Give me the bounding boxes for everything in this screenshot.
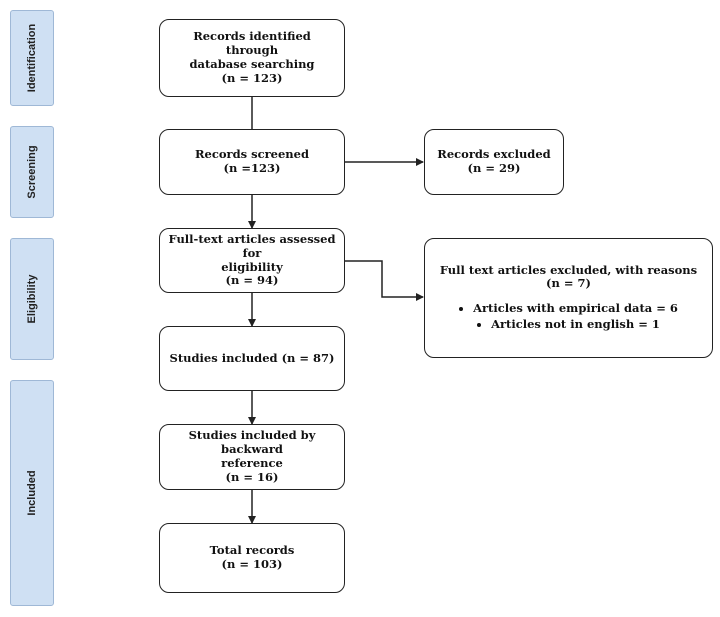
reason-empirical-data: Articles with empirical data = 6 — [473, 301, 678, 316]
phase-included: Included — [10, 380, 54, 606]
total-count: (n = 103) — [221, 557, 283, 571]
exclusion-reasons-list: Articles with empirical data = 6 Article… — [459, 301, 678, 332]
fulltext-excluded-line1: Full text articles excluded, with reason… — [439, 262, 698, 277]
identified-line2: database searching — [189, 57, 315, 71]
screened-count: (n =123) — [223, 161, 281, 175]
screened-line1: Records screened — [194, 147, 309, 162]
list-item: Articles with empirical data = 6 — [459, 301, 678, 317]
excluded-count: (n = 29) — [467, 161, 521, 175]
backward-line2: reference — [221, 456, 283, 470]
backward-count: (n = 16) — [225, 469, 279, 484]
fulltext-count: (n = 94) — [225, 273, 279, 288]
fulltext-excluded-count: (n = 7) — [546, 276, 591, 291]
fulltext-line1: Full-text articles assessed for — [168, 231, 336, 260]
box-total-records: Total records (n = 103) — [159, 523, 345, 593]
box-records-excluded: Records excluded (n = 29) — [424, 129, 564, 195]
studies-line1: Studies included (n = 87) — [169, 350, 335, 365]
arrow-fulltext-excluded — [345, 260, 424, 301]
fulltext-line2: eligibility — [221, 259, 283, 274]
list-item: Articles not in english = 1 — [459, 317, 678, 333]
identified-count: (n = 123) — [221, 70, 283, 85]
box-fulltext-excluded: Full text articles excluded, with reason… — [424, 238, 713, 358]
reason-not-english: Articles not in english = 1 — [491, 316, 660, 331]
bullet-icon — [459, 307, 464, 312]
backward-line1: Studies included by backward — [188, 428, 316, 457]
box-studies-included: Studies included (n = 87) — [159, 326, 345, 391]
phase-screening: Screening — [10, 126, 54, 218]
identified-line1: Records identified through — [193, 29, 311, 58]
excluded-line1: Records excluded — [437, 147, 551, 162]
bullet-icon — [477, 322, 482, 327]
phase-eligibility: Eligibility — [10, 238, 54, 360]
box-fulltext-assessed: Full-text articles assessed for eligibil… — [159, 228, 345, 293]
box-records-screened: Records screened (n =123) — [159, 129, 345, 195]
total-line1: Total records — [209, 543, 295, 558]
box-backward-reference: Studies included by backward reference (… — [159, 424, 345, 490]
phase-identification: Identification — [10, 10, 54, 106]
box-records-identified: Records identified through database sear… — [159, 19, 345, 97]
